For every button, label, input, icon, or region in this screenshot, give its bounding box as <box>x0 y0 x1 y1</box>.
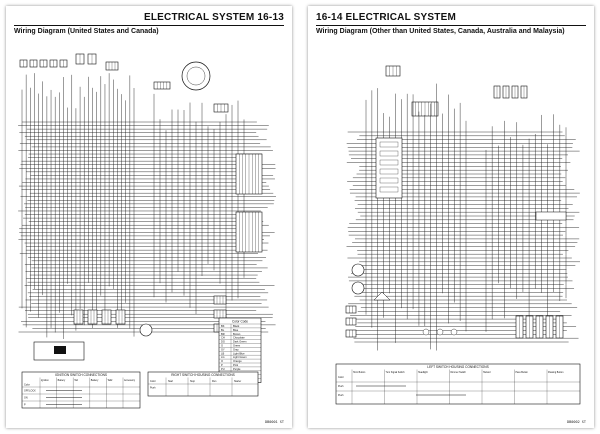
color-code-abbr: LG <box>221 355 224 359</box>
ignition-table-header: Battery <box>58 379 66 382</box>
right-wiring-diagram: LEFT SWITCH HOUSING CONNECTIONS Horn Butt… <box>316 42 586 418</box>
connector <box>101 309 112 325</box>
ignition-table-title: IGNITION SWITCH CONNECTIONS <box>55 373 107 377</box>
gauge-inner-circle <box>186 66 206 86</box>
right-switch-header: Starter <box>234 380 241 383</box>
left-switch-header: Horn Button <box>353 371 366 374</box>
color-code-abbr: BK <box>221 324 225 328</box>
color-code-abbr: BL <box>221 328 225 332</box>
left-switch-row-label: Push <box>338 385 344 388</box>
ignition-row-label: OFF,LOCK <box>24 390 36 393</box>
color-code-abbr: G <box>221 344 223 348</box>
color-code-name: Blue <box>233 328 239 332</box>
connector <box>153 81 171 90</box>
instrument-pin <box>379 186 399 193</box>
ignition-row-label: P <box>24 404 26 407</box>
right-switch-header: Start <box>168 380 173 383</box>
connector <box>345 317 357 326</box>
color-code-abbr: P <box>221 363 223 367</box>
color-code-abbr: DG <box>221 340 225 344</box>
color-code-name: Brown <box>233 332 241 336</box>
instrument-pin <box>379 168 399 175</box>
color-code-abbr: O <box>221 359 223 363</box>
right-diagram-title: Wiring Diagram (Other than United States… <box>316 28 565 35</box>
ignition-row-label: ON <box>24 397 28 400</box>
color-code-name: Dark Green <box>233 340 247 344</box>
connector <box>115 309 126 325</box>
headlight-symbol <box>351 281 365 295</box>
color-code-name: Pink <box>233 363 239 367</box>
color-code-name: Black <box>233 324 240 328</box>
left-switch-header: Turn Signal Switch <box>386 371 406 374</box>
ignition-table <box>21 371 141 409</box>
right-switch-color-label: Color <box>150 380 156 383</box>
right-switch-header: Stop <box>190 380 196 383</box>
left-switch-header: Pass Button <box>516 371 529 374</box>
battery-symbol <box>54 346 66 354</box>
color-code-abbr: BR <box>221 332 225 336</box>
lamp-symbol <box>422 328 430 336</box>
left-switch-header: Hazard <box>483 371 491 374</box>
connector <box>345 329 357 338</box>
left-switch-header: Dimmer Switch <box>451 371 467 374</box>
connector <box>345 305 357 314</box>
right-header-rule <box>316 25 586 26</box>
color-code-name: Light Blue <box>233 351 245 355</box>
motor-symbol <box>139 323 153 337</box>
lamp-symbol <box>450 328 458 336</box>
left-switch-header: Passing Button <box>548 371 564 374</box>
left-switch-table-title: LEFT SWITCH HOUSING CONNECTIONS <box>427 365 488 369</box>
left-page-header: ELECTRICAL SYSTEM 16-13 Wiring Diagram (… <box>14 12 284 38</box>
instrument-pin <box>379 177 399 184</box>
color-code-abbr: CH <box>221 336 225 340</box>
color-code-name: Light Green <box>233 355 247 359</box>
right-page: 16-14 ELECTRICAL SYSTEM Wiring Diagram (… <box>308 6 594 428</box>
left-switch-header: Headlight <box>418 371 428 374</box>
color-code-name: Gray <box>233 347 239 351</box>
left-switch-row-label: Push <box>338 394 344 397</box>
right-wiring-diagram-svg: LEFT SWITCH HOUSING CONNECTIONS Horn Butt… <box>335 65 581 405</box>
left-header-rule <box>14 25 284 26</box>
color-code-abbr: LB <box>221 351 224 355</box>
ignition-table-header: Accessory <box>124 379 136 382</box>
left-section-title: ELECTRICAL SYSTEM 16-13 <box>143 12 284 23</box>
left-switch-color-label: Color <box>338 376 344 379</box>
right-switch-header: Run <box>212 380 217 383</box>
right-section-title: 16-14 ELECTRICAL SYSTEM <box>316 12 457 23</box>
ignition-table-header: Ignition <box>41 379 49 382</box>
gauge-circle <box>181 61 211 91</box>
left-diagram-title: Wiring Diagram (United States and Canada… <box>14 28 159 35</box>
ignition-table-header: Tail <box>74 379 78 382</box>
right-switch-table-title: RIGHT SWITCH HOUSING CONNECTIONS <box>171 373 235 377</box>
instrument-pin <box>379 141 399 148</box>
signal-symbol <box>373 291 391 301</box>
color-code-name: Orange <box>233 359 242 363</box>
color-code-name: Purple <box>233 367 241 371</box>
right-switch-row-label: Push <box>150 387 156 390</box>
right-page-header: 16-14 ELECTRICAL SYSTEM Wiring Diagram (… <box>316 12 586 38</box>
right-footer-code: DB0002 ST <box>567 420 586 424</box>
left-page: ELECTRICAL SYSTEM 16-13 Wiring Diagram (… <box>6 6 292 428</box>
ignition-table-header: Battery <box>91 379 99 382</box>
lamp-symbol <box>436 328 444 336</box>
ignition-color-label: Color <box>24 384 30 387</box>
connector <box>87 309 98 325</box>
headlight-symbol <box>351 263 365 277</box>
connector <box>535 211 567 221</box>
color-code-abbr: GY <box>221 347 225 351</box>
left-footer-code: DB0001 ST <box>265 420 284 424</box>
instrument-pin <box>379 159 399 166</box>
color-code-abbr: PU <box>221 367 225 371</box>
left-switch-table <box>335 363 581 405</box>
instrument-pin <box>379 150 399 157</box>
color-code-name: Chocolate <box>233 336 245 340</box>
color-code-name: Green <box>233 344 241 348</box>
color-code-title: Color Code <box>232 320 248 324</box>
ignition-table-header: Tail2 <box>107 379 113 382</box>
connector <box>73 309 84 325</box>
